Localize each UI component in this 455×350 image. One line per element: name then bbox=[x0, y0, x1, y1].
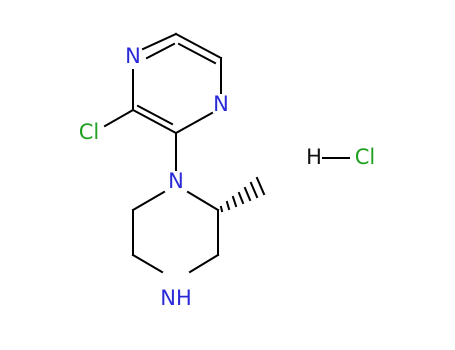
hash-1 bbox=[219, 205, 224, 213]
bond-c5-c6-inner bbox=[177, 42, 217, 65]
hash-2 bbox=[225, 200, 231, 211]
bond-c3p-nh bbox=[188, 253, 220, 274]
bond-npip-c2p bbox=[186, 190, 220, 212]
atom-pyrazine-n1: N bbox=[213, 92, 229, 116]
bond-c5-c6 bbox=[174, 32, 223, 60]
piperazine-ring bbox=[131, 190, 220, 274]
hash-4 bbox=[237, 191, 245, 205]
atom-salt-h: H bbox=[306, 145, 322, 169]
hash-5 bbox=[243, 186, 252, 202]
atom-piperazine-n1: N bbox=[168, 169, 184, 193]
bond-c3-cl bbox=[103, 108, 135, 128]
bond-c2-c3-inner bbox=[136, 104, 174, 126]
bond-nh-c5p bbox=[131, 253, 164, 274]
bond-c6p-npip bbox=[131, 190, 166, 212]
bond-c2-c3 bbox=[131, 108, 178, 135]
pyrazine-ring bbox=[131, 32, 223, 135]
methyl-hashed-wedge bbox=[219, 176, 266, 213]
hash-6 bbox=[249, 181, 259, 199]
atom-salt-cl: Cl bbox=[355, 145, 376, 169]
atom-piperazine-nh: NH bbox=[160, 286, 192, 310]
bond-n1-c2 bbox=[174, 111, 214, 135]
atom-pyrazine-n4: N bbox=[125, 44, 141, 68]
hash-7 bbox=[255, 176, 266, 196]
bond-n4-c5-inner bbox=[145, 42, 176, 60]
hash-3 bbox=[231, 195, 238, 208]
bond-n4-c5 bbox=[141, 32, 178, 51]
atom-chloro: Cl bbox=[79, 120, 100, 144]
